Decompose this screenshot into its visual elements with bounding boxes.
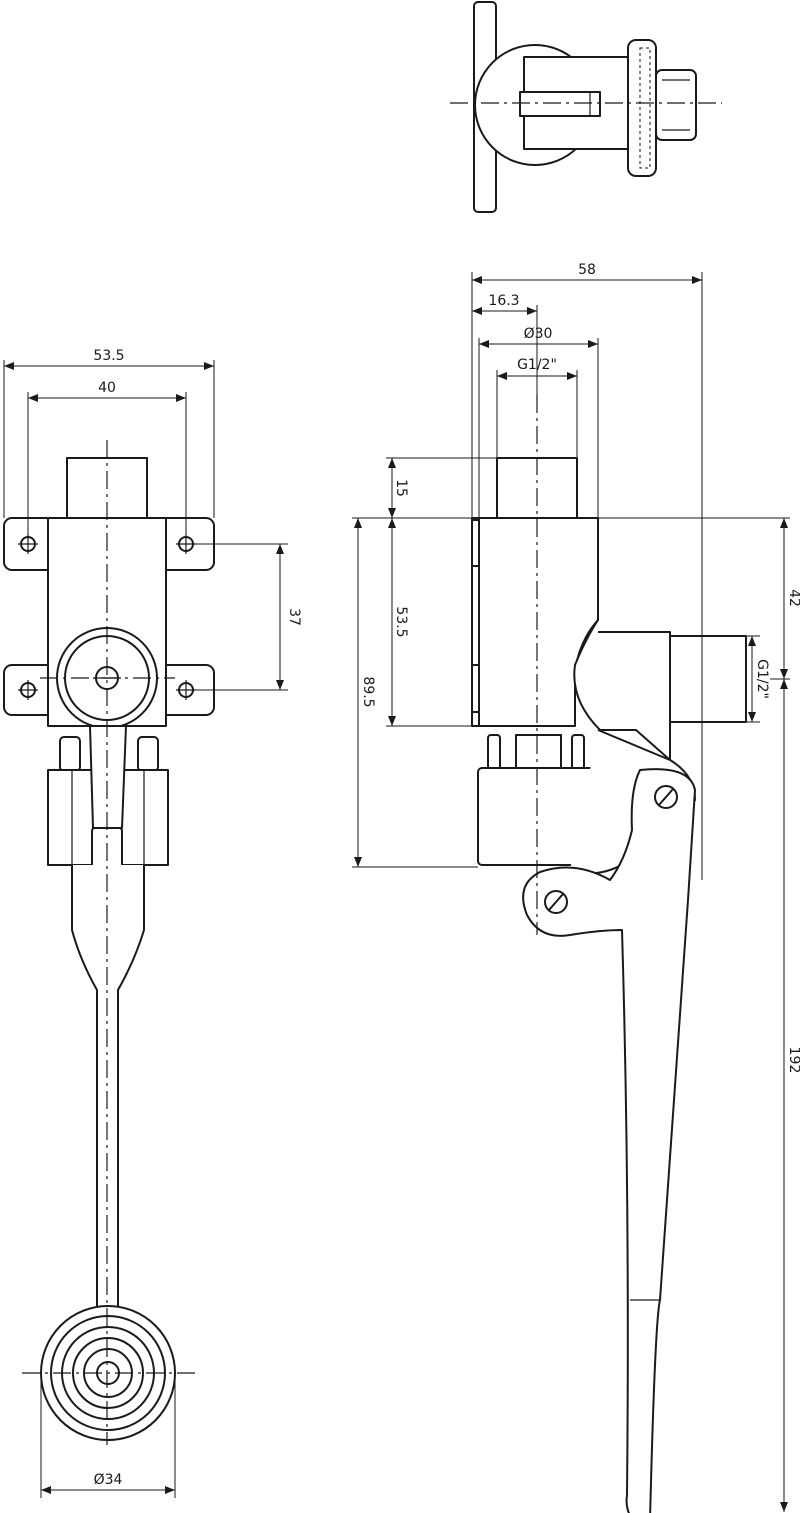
front-mounting-holes	[18, 534, 196, 700]
front-pedal-arm	[71, 865, 145, 1311]
dim-width-holes: 40	[98, 380, 116, 396]
dim-inlet-height: 15	[393, 479, 409, 497]
dim-body-height: 53.5	[393, 606, 409, 637]
dim-body-diameter: Ø30	[524, 326, 553, 342]
front-view	[3, 440, 215, 1445]
top-view-slot	[519, 91, 601, 117]
top-view-thread-hatching	[639, 47, 651, 169]
dim-width-overall: 53.5	[93, 348, 124, 364]
dim-outlet-thread: G1/2"	[754, 659, 770, 699]
side-screw-lower	[544, 890, 568, 914]
side-screw-upper	[654, 785, 678, 809]
dim-holes-spacing: 37	[286, 608, 302, 626]
front-view-dimensions: 53.5 40 37 Ø34	[3, 348, 302, 1498]
top-view-nut	[627, 39, 657, 177]
top-view	[450, 1, 722, 213]
side-view-dimensions: 58 16.3 Ø30 G1/2" 15 53.5	[352, 262, 800, 1512]
side-pedal-lever	[522, 768, 696, 1513]
dim-pedal-height: 192	[786, 1047, 800, 1074]
dim-foot-plate: Ø34	[94, 1472, 123, 1488]
side-outlet	[669, 635, 747, 723]
top-view-outlet	[655, 69, 697, 141]
front-lever-stem	[89, 725, 127, 829]
dim-inlet-thread: G1/2"	[517, 357, 557, 373]
dim-outlet-height: 42	[786, 589, 800, 607]
dim-valve-height: 89.5	[360, 676, 376, 707]
dim-depth-offset: 16.3	[488, 293, 519, 309]
side-view	[471, 395, 747, 1513]
dim-depth-total: 58	[578, 262, 596, 278]
